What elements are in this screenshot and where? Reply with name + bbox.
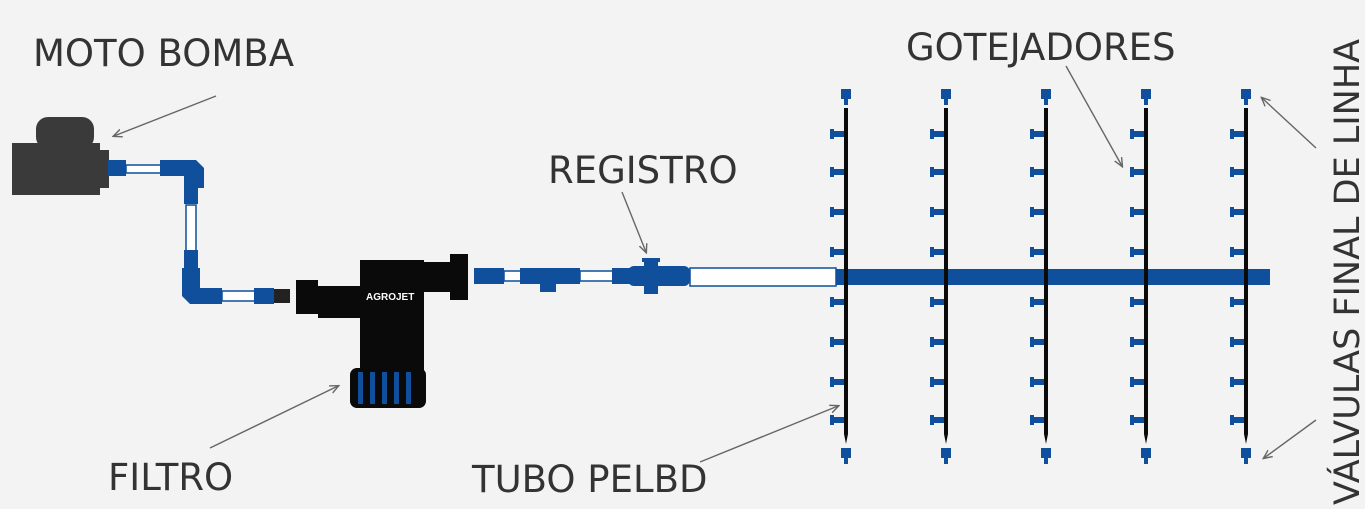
end-valve-top xyxy=(1241,89,1251,105)
filter: AGROJET xyxy=(296,254,468,408)
dripper xyxy=(830,297,844,307)
filter-brand: AGROJET xyxy=(366,292,414,303)
pointer-arrows xyxy=(114,65,1317,463)
drip-tape xyxy=(1144,108,1148,444)
end-valve-bottom xyxy=(941,448,951,464)
dripper xyxy=(930,297,944,307)
lateral-line-4 xyxy=(1130,89,1151,464)
end-valve-bottom xyxy=(1041,448,1051,464)
dripper xyxy=(830,129,844,139)
dripper xyxy=(1230,167,1244,177)
dripper xyxy=(830,247,844,257)
dripper xyxy=(830,377,844,387)
lateral-line-2 xyxy=(930,89,951,464)
end-valve-top xyxy=(841,89,851,105)
end-valve-top xyxy=(1041,89,1051,105)
dripper xyxy=(930,129,944,139)
dripper xyxy=(1230,297,1244,307)
drip-tape xyxy=(1044,108,1048,444)
drip-tape xyxy=(1244,108,1248,444)
drippers-label: GOTEJADORES xyxy=(906,26,1176,69)
pipe-label: TUBO PELBD xyxy=(471,458,707,501)
end-valve-bottom-arrow xyxy=(1264,419,1317,458)
end-valve-bottom xyxy=(1241,448,1251,464)
dripper xyxy=(1130,207,1144,217)
register-arrow xyxy=(621,191,646,252)
dripper xyxy=(1130,247,1144,257)
dripper xyxy=(1230,415,1244,425)
end-valve-bottom xyxy=(841,448,851,464)
register-valve xyxy=(628,258,690,294)
pipe-arrow xyxy=(699,406,838,463)
dripper xyxy=(1130,377,1144,387)
drip-tape xyxy=(944,108,948,444)
dripper xyxy=(1230,247,1244,257)
motor-pump-arrow xyxy=(114,95,217,136)
dripper xyxy=(1230,207,1244,217)
end-valves-label: VÁLVULAS FINAL DE LINHA xyxy=(1326,39,1365,505)
lateral-line-1 xyxy=(830,89,851,464)
dripper xyxy=(1230,337,1244,347)
motor-pump xyxy=(12,117,109,195)
end-valve-top-arrow xyxy=(1262,98,1317,149)
dripper xyxy=(1130,129,1144,139)
dripper xyxy=(930,415,944,425)
pump-pipe xyxy=(108,160,290,304)
pelbd-pipe-section xyxy=(689,267,837,287)
dripper xyxy=(1030,207,1044,217)
dripper xyxy=(1130,297,1144,307)
lateral-lines xyxy=(830,89,1251,464)
dripper xyxy=(1030,297,1044,307)
lateral-line-5 xyxy=(1230,89,1251,464)
dripper xyxy=(1230,377,1244,387)
dripper xyxy=(1130,167,1144,177)
end-valve-top xyxy=(1141,89,1151,105)
dripper xyxy=(1030,247,1044,257)
dripper xyxy=(830,415,844,425)
dripper xyxy=(1230,129,1244,139)
dripper xyxy=(930,337,944,347)
dripper xyxy=(930,167,944,177)
dripper xyxy=(1030,377,1044,387)
register-label: REGISTRO xyxy=(548,149,738,192)
dripper xyxy=(830,207,844,217)
drip-tape xyxy=(844,108,848,444)
dripper xyxy=(830,337,844,347)
dripper xyxy=(1030,167,1044,177)
end-valve-bottom xyxy=(1141,448,1151,464)
main-distribution-line xyxy=(836,269,1270,285)
dripper xyxy=(830,167,844,177)
dripper xyxy=(1030,337,1044,347)
lateral-line-3 xyxy=(1030,89,1051,464)
dripper xyxy=(930,247,944,257)
motor-pump-label: MOTO BOMBA xyxy=(33,32,294,75)
drippers-arrow xyxy=(1065,65,1122,166)
dripper xyxy=(930,377,944,387)
dripper xyxy=(1030,415,1044,425)
dripper xyxy=(1030,129,1044,139)
dripper xyxy=(930,207,944,217)
filter-label: FILTRO xyxy=(108,456,233,499)
filter-arrow xyxy=(209,386,338,449)
dripper xyxy=(1130,337,1144,347)
end-valve-top xyxy=(941,89,951,105)
dripper xyxy=(1130,415,1144,425)
main-pipe-inlet xyxy=(474,268,630,292)
